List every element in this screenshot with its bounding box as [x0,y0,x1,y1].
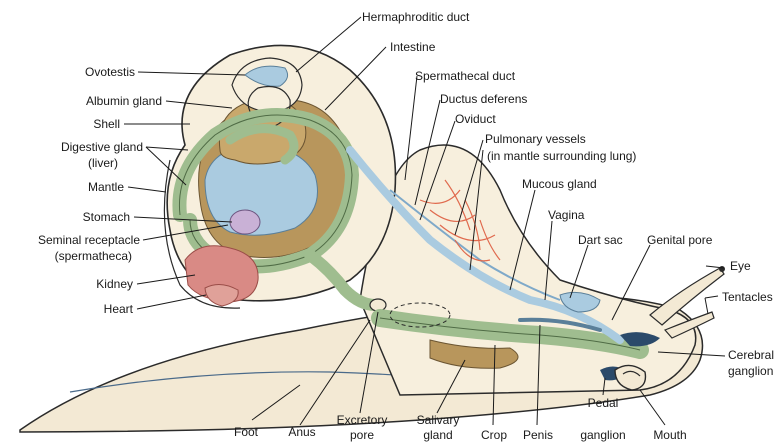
label-eye: Eye [730,259,751,273]
label-anus: Anus [288,425,315,439]
label-dart-sac: Dart sac [578,233,623,247]
label-excretory-pore: Excretory [337,413,388,427]
label-vagina: Vagina [548,208,585,222]
label-kidney: Kidney [96,277,133,291]
label-digestive-gland-sub: (liver) [88,156,118,170]
label-excretory-pore-sub: pore [350,428,374,442]
label-albumin-gland: Albumin gland [86,94,162,108]
label-hermaphroditic-duct: Hermaphroditic duct [362,10,470,24]
label-pulmonary-vessels-sub: (in mantle surrounding lung) [487,149,636,163]
stomach-organ [230,210,260,234]
label-cerebral-ganglion-sub: ganglion [728,364,773,378]
label-mucous-gland: Mucous gland [522,177,597,191]
label-pedal-ganglion-sub: ganglion [580,428,625,442]
label-intestine: Intestine [390,40,436,54]
label-ovotestis: Ovotestis [85,65,135,79]
label-digestive-gland: Digestive gland [61,140,143,154]
label-tentacles: Tentacles [722,290,773,304]
eye-dot [719,266,725,272]
heart-organ [205,284,238,306]
label-salivary-gland-sub: gland [423,428,452,442]
label-shell: Shell [93,117,120,131]
label-mantle: Mantle [88,180,124,194]
label-seminal-receptacle-sub: (spermatheca) [55,249,132,263]
label-stomach: Stomach [83,210,130,224]
label-seminal-receptacle: Seminal receptacle [38,233,140,247]
label-ductus-deferens: Ductus deferens [440,92,527,106]
label-crop: Crop [481,428,507,442]
label-spermathecal-duct: Spermathecal duct [415,69,516,83]
label-genital-pore: Genital pore [647,233,713,247]
label-penis: Penis [523,428,553,442]
label-salivary-gland: Salivary [417,413,460,427]
label-cerebral-ganglion: Cerebral [728,348,774,362]
label-pulmonary-vessels: Pulmonary vessels [485,132,586,146]
label-foot: Foot [234,425,259,439]
anus-opening [370,299,386,311]
label-heart: Heart [104,302,134,316]
label-oviduct: Oviduct [455,112,496,126]
label-pedal-ganglion: Pedal [588,396,619,410]
label-mouth: Mouth [653,428,686,442]
